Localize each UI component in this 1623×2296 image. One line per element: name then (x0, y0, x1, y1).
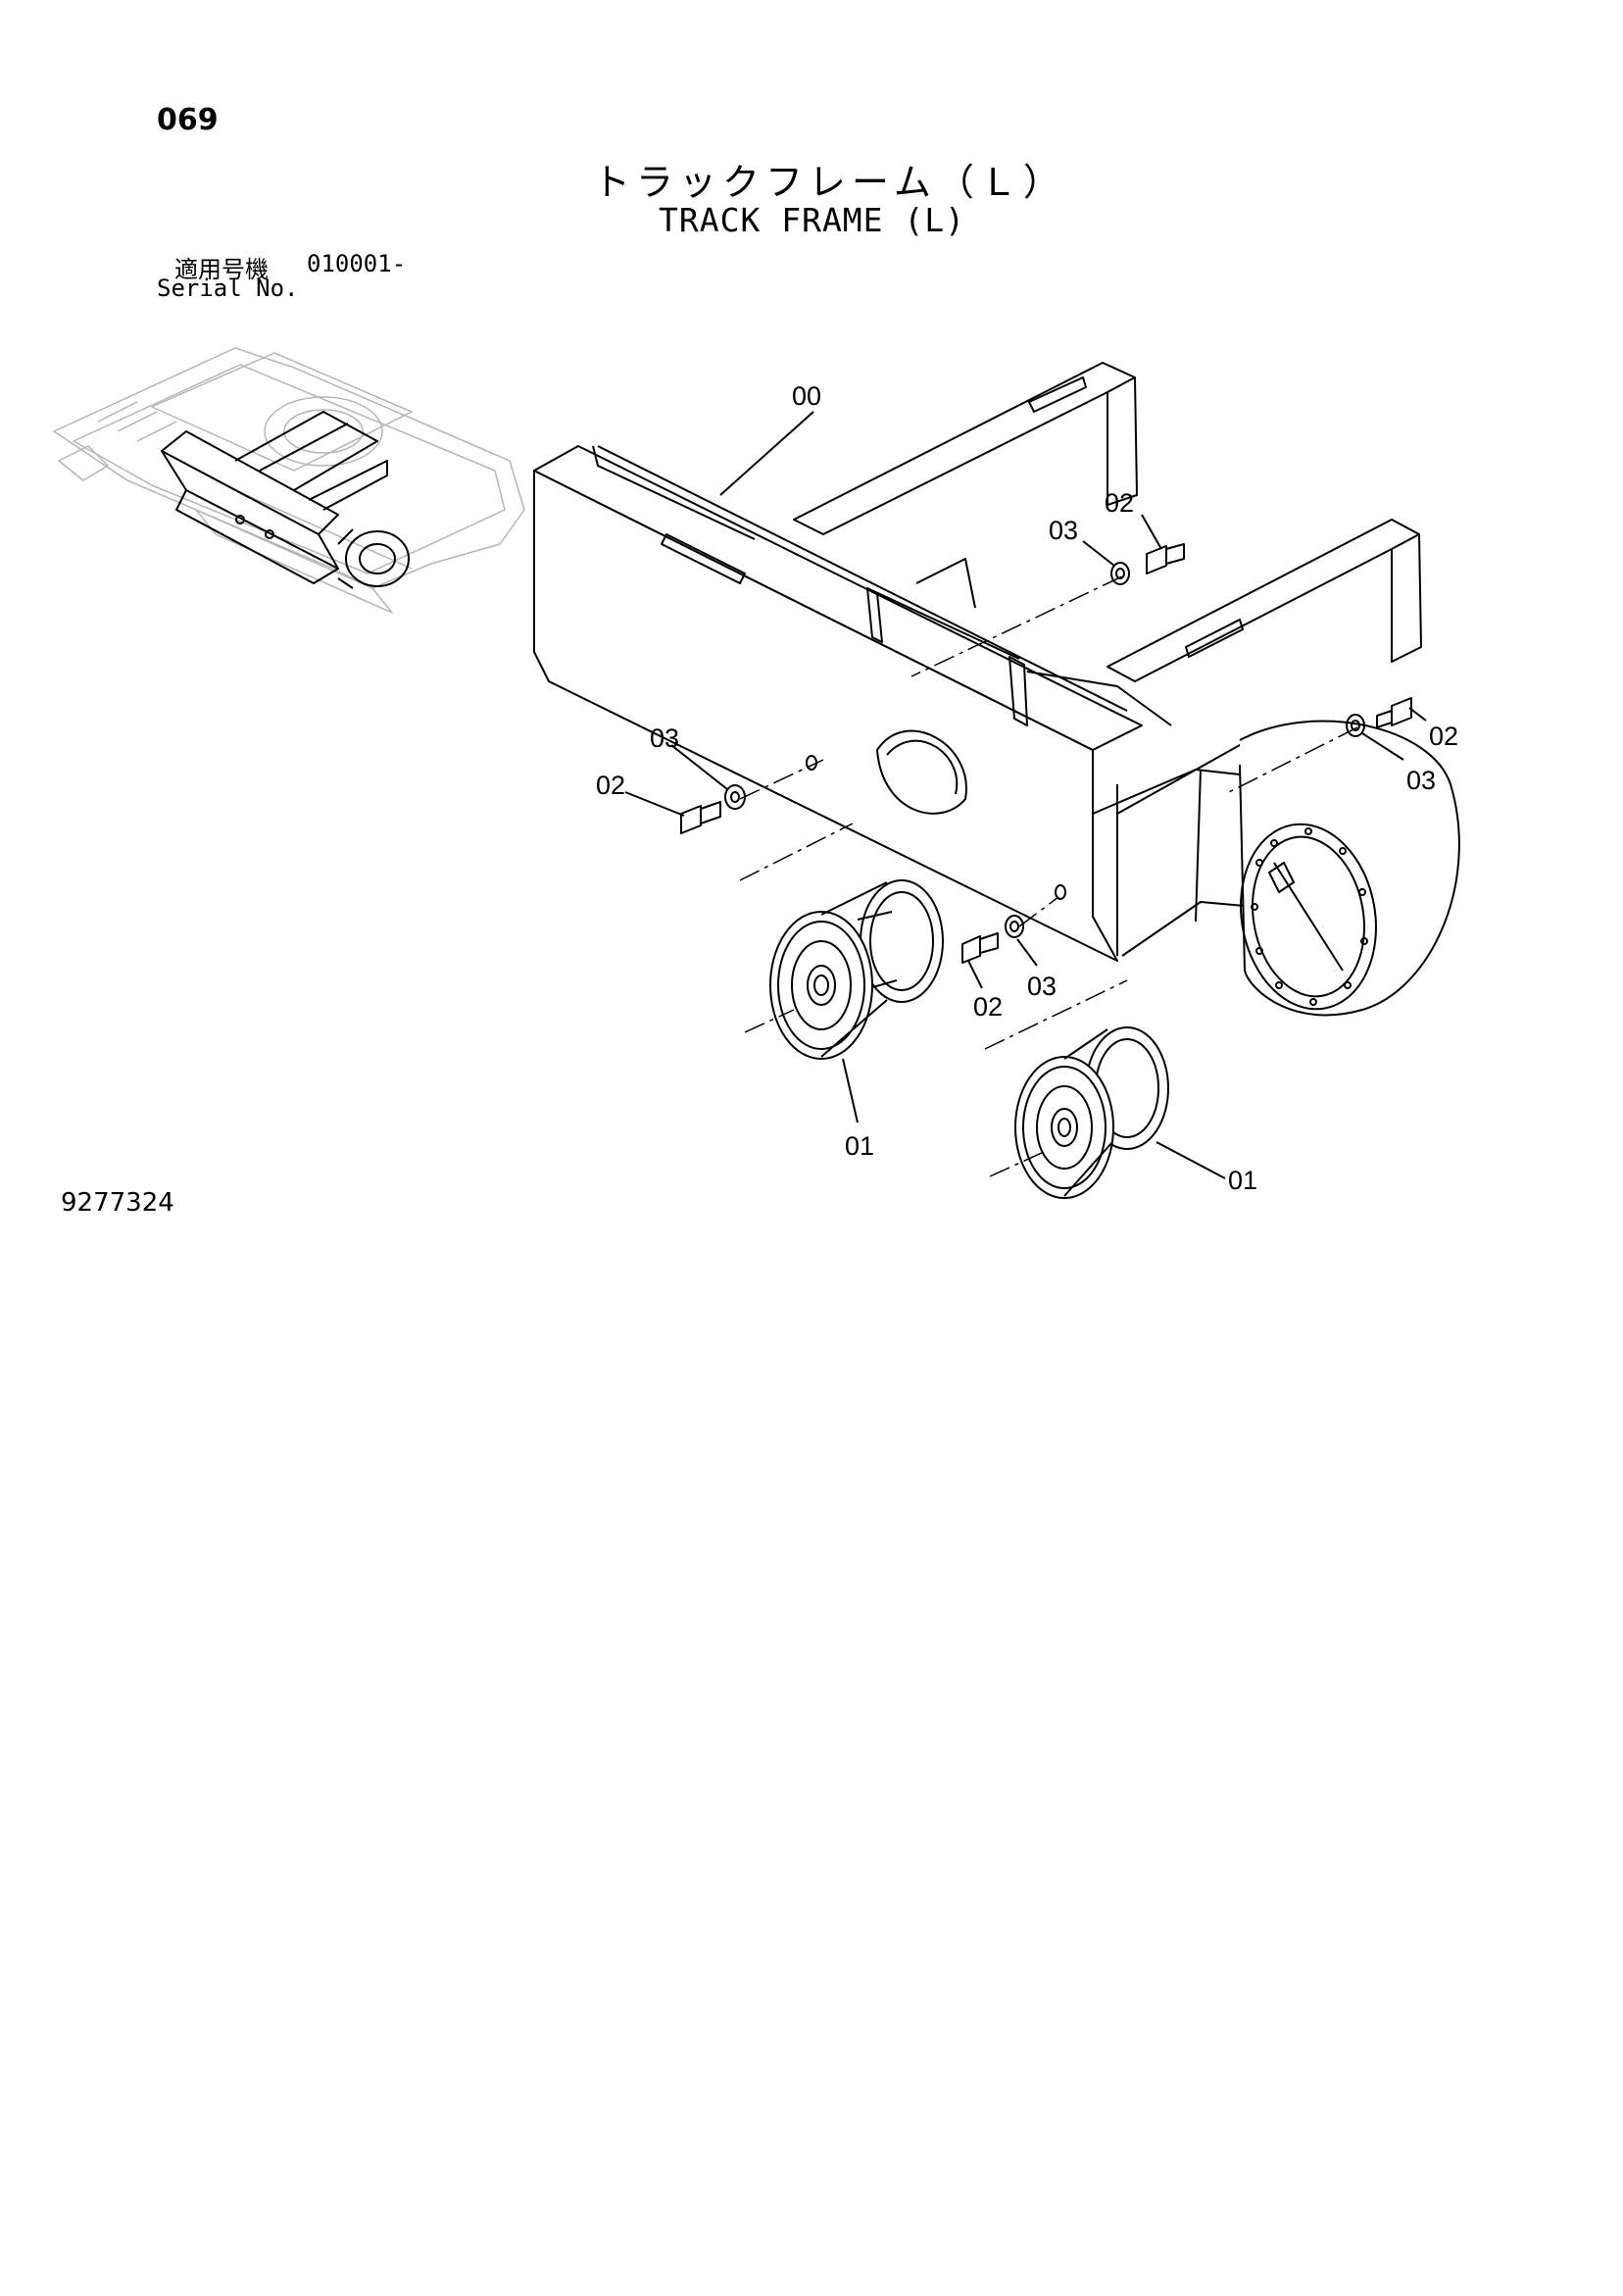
callout-washer-left: 03 (650, 724, 679, 753)
serial-label-japanese: 適用号機 (174, 256, 269, 283)
serial-range: 010001- (307, 250, 407, 277)
bolt-mid (961, 932, 999, 964)
callout-washer-mid: 03 (1027, 972, 1057, 1001)
callout-washer-top: 03 (1049, 516, 1078, 545)
center-lines (739, 575, 1358, 1177)
callout-bolt-top: 02 (1105, 488, 1134, 518)
track-frame-part (533, 362, 1460, 1017)
drawing-number: 9277324 (61, 1188, 174, 1218)
page-number: 069 (157, 103, 219, 137)
bolt-right (1376, 697, 1412, 728)
washer-mid (1005, 915, 1024, 938)
bolt-left (680, 801, 721, 834)
callout-bolt-left: 02 (596, 771, 625, 800)
callout-roller-left: 01 (845, 1131, 874, 1161)
washer-right (1346, 714, 1365, 737)
track-roller-right (1014, 1026, 1169, 1199)
callout-roller-right: 01 (1228, 1166, 1257, 1195)
title-english: TRACK FRAME (L) (659, 201, 966, 239)
bolt-top (1146, 543, 1185, 574)
leader-lines (624, 411, 1427, 1179)
locator-thumbnail (53, 347, 525, 614)
washer-top (1110, 562, 1130, 585)
title-japanese: トラックフレーム（Ｌ） (593, 161, 1066, 204)
washer-left (724, 784, 746, 810)
callout-bolt-right: 02 (1429, 722, 1458, 751)
serial-label-english: Serial No. (157, 275, 299, 302)
locator-highlighted-frame (161, 411, 410, 589)
callout-bolt-mid: 02 (973, 992, 1003, 1022)
callout-frame: 00 (792, 381, 821, 411)
callout-washer-right: 03 (1406, 766, 1436, 795)
track-roller-left (769, 879, 944, 1060)
